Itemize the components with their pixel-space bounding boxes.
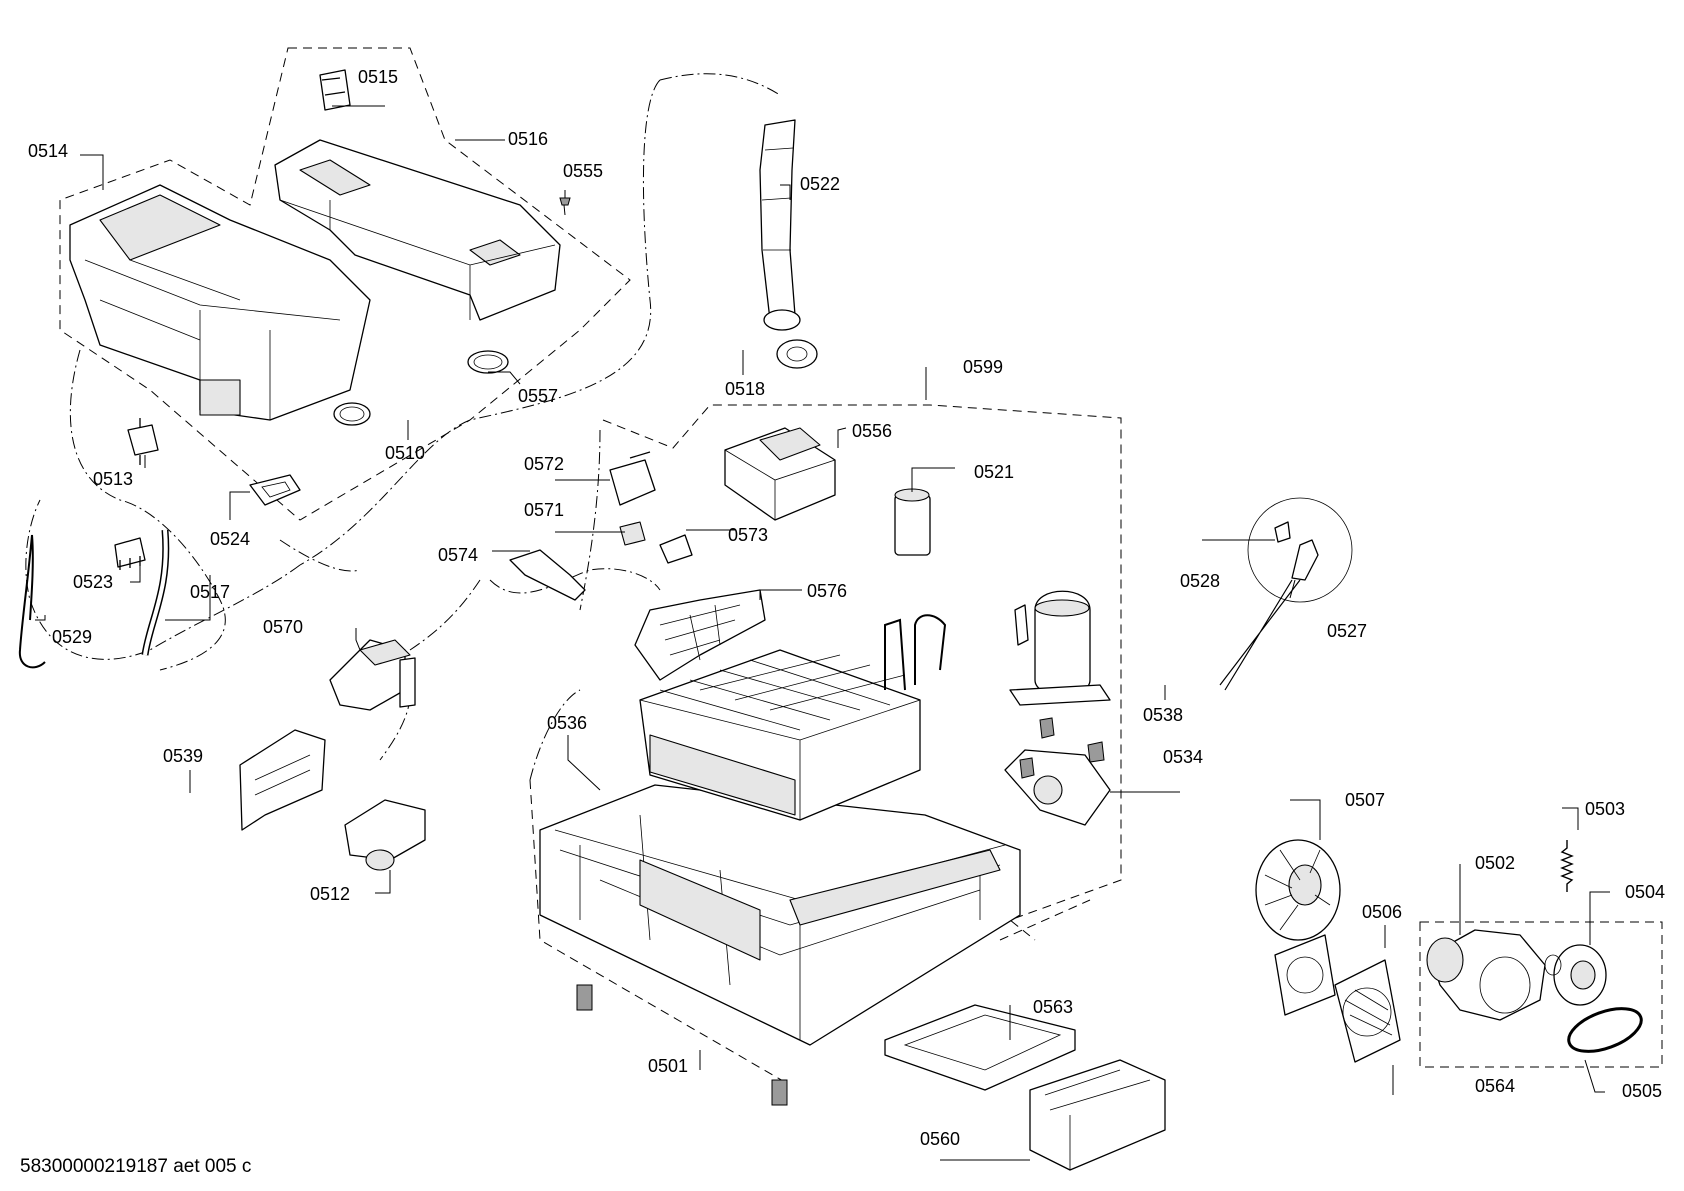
label-0556: 0556	[852, 421, 892, 441]
label-0516: 0516	[508, 129, 548, 149]
label-0513: 0513	[93, 469, 133, 489]
label-0573: 0573	[728, 525, 768, 545]
part-0521-capacitor	[894, 488, 931, 556]
part-0501-foot-right	[771, 1079, 788, 1106]
label-0539: 0539	[163, 746, 203, 766]
part-0557-seal	[467, 350, 509, 374]
part-0501-base	[539, 784, 1021, 1046]
part-0524-gasket	[249, 474, 301, 506]
label-0571: 0571	[524, 500, 564, 520]
part-0516-cover	[274, 139, 561, 321]
label-0563: 0563	[1033, 997, 1073, 1017]
part-0555-screw	[559, 197, 571, 216]
label-0564: 0564	[1475, 1076, 1515, 1096]
parts	[18, 69, 1643, 1171]
label-0523: 0523	[73, 572, 113, 592]
part-0522-pipe	[759, 119, 801, 331]
part-0510-seal	[333, 402, 371, 426]
part-0534-compressor	[1004, 590, 1111, 826]
part-0503-spring	[1560, 840, 1574, 892]
label-0524: 0524	[210, 529, 250, 549]
part-0563-tray	[884, 1004, 1076, 1091]
part-0574-hose	[509, 549, 586, 601]
label-0515: 0515	[358, 67, 398, 87]
label-0599: 0599	[963, 357, 1003, 377]
label-0574: 0574	[438, 545, 478, 565]
part-labels: 0514 0515 0516 0555 0557 0510 0513 0524 …	[28, 67, 1665, 1149]
part-0539-bracket	[239, 729, 326, 831]
part-0536-heat-exchanger	[639, 614, 947, 821]
part-0523-bracket	[114, 537, 146, 570]
part-0518-ring	[776, 339, 818, 369]
boundary-container-group	[59, 47, 631, 521]
label-0576: 0576	[807, 581, 847, 601]
boundary-base-group	[529, 404, 1122, 1086]
label-0502: 0502	[1475, 853, 1515, 873]
label-0518: 0518	[725, 379, 765, 399]
detail-circle-0527	[1247, 497, 1353, 603]
part-0504-pulley	[1544, 944, 1607, 1006]
label-0570: 0570	[263, 617, 303, 637]
label-0572: 0572	[524, 454, 564, 474]
label-0534: 0534	[1163, 747, 1203, 767]
label-0529: 0529	[52, 627, 92, 647]
part-0515-clip	[319, 69, 351, 111]
part-0572-holder	[609, 451, 656, 506]
label-0521: 0521	[974, 462, 1014, 482]
boundary-motor-group	[1419, 921, 1663, 1068]
label-0501: 0501	[648, 1056, 688, 1076]
label-0517: 0517	[190, 582, 230, 602]
part-0514-container	[69, 184, 371, 421]
part-0506-fan-housing	[1274, 934, 1401, 1063]
part-0576-filter	[634, 589, 766, 681]
label-0538: 0538	[1143, 705, 1183, 725]
label-0503: 0503	[1585, 799, 1625, 819]
part-0528-clip	[1274, 521, 1291, 543]
label-0505: 0505	[1622, 1081, 1662, 1101]
label-0510: 0510	[385, 443, 425, 463]
boundary-valve-link	[279, 539, 661, 761]
part-0556-module	[724, 427, 836, 521]
part-0571-plug	[619, 521, 646, 546]
label-0560: 0560	[920, 1129, 960, 1149]
leader-lines	[35, 105, 1610, 1161]
part-0529-wire	[18, 534, 46, 669]
label-0512: 0512	[310, 884, 350, 904]
label-0504: 0504	[1625, 882, 1665, 902]
label-0522: 0522	[800, 174, 840, 194]
boundary-hose-loop	[25, 73, 781, 671]
part-0527-sensor	[1291, 539, 1319, 581]
label-0506: 0506	[1362, 902, 1402, 922]
label-0557: 0557	[518, 386, 558, 406]
part-0501-foot-left	[576, 984, 593, 1011]
part-0570-valve	[329, 639, 416, 711]
part-0505-belt	[1567, 1007, 1643, 1053]
label-0507: 0507	[1345, 790, 1385, 810]
drawing-reference-code: 58300000219187 aet 005 c	[20, 1156, 251, 1177]
label-0528: 0528	[1180, 571, 1220, 591]
part-0573-clip	[659, 534, 693, 564]
label-0536: 0536	[547, 713, 587, 733]
part-0507-fan-wheel	[1255, 839, 1341, 941]
part-0512-valve	[344, 799, 426, 871]
label-0527: 0527	[1327, 621, 1367, 641]
part-0502-motor	[1426, 929, 1546, 1021]
label-0514: 0514	[28, 141, 68, 161]
part-0560-plinth	[1029, 1059, 1166, 1171]
label-0555: 0555	[563, 161, 603, 181]
part-0513-connector	[127, 418, 159, 465]
